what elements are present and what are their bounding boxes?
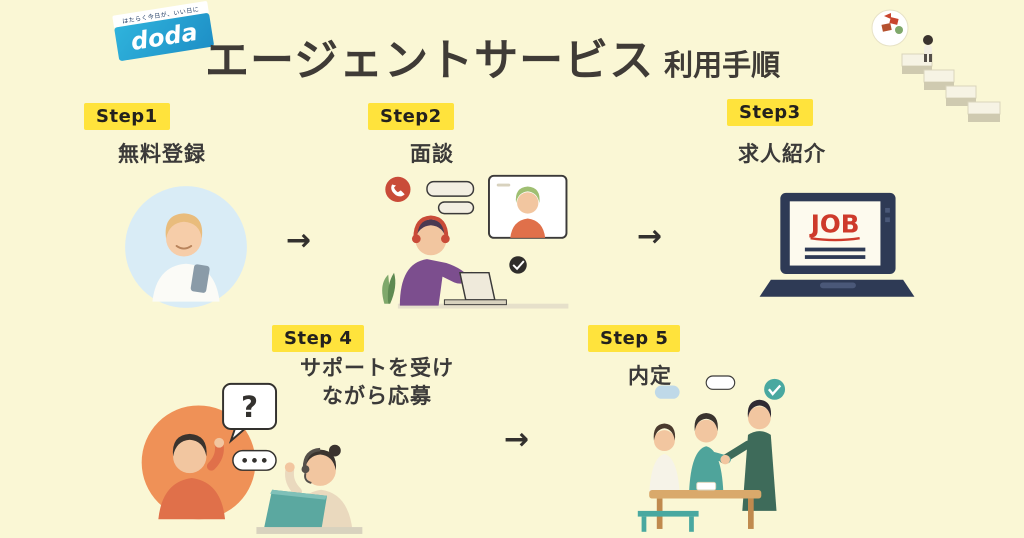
person-hair (165, 213, 203, 239)
title-sub: 利用手順 (664, 48, 781, 82)
step1-illustration-registration (123, 184, 249, 310)
step2-badge: Step2 (368, 103, 454, 130)
climbing-person (923, 35, 933, 62)
plant-icon (382, 274, 390, 304)
arrow-step4-step5-icon: → (504, 422, 530, 457)
candidate-person (689, 413, 731, 492)
stairs (901, 53, 1001, 122)
arrow-step2-step3-icon: → (637, 219, 663, 254)
question-bubble: ? (222, 382, 278, 444)
smartphone-icon (190, 264, 210, 293)
check-icon (509, 256, 527, 274)
job-screen-text: JOB (809, 210, 860, 239)
agent-laptop-icon (256, 489, 363, 534)
step4-label: サポートを受け ながら応募 (300, 356, 454, 409)
title-main: エージェントサービス (205, 35, 655, 86)
colleague-person (649, 423, 680, 494)
stairs-goal-illustration (858, 2, 1010, 130)
step1-label: 無料登録 (118, 142, 206, 166)
interviewee-person (399, 215, 477, 306)
chat-bubble (437, 201, 475, 215)
step3-illustration-job-listing: JOB (752, 182, 922, 317)
check-icon (764, 378, 786, 400)
step5-illustration-offer (615, 368, 805, 536)
step1-badge: Step1 (84, 103, 170, 130)
handshake (720, 454, 730, 465)
step4-illustration-support: ? (125, 372, 380, 537)
step4-badge: Step 4 (272, 325, 365, 352)
puzzled-person (158, 433, 226, 520)
chat-bubble (654, 385, 680, 399)
laptop-icon (443, 271, 507, 306)
phone-call-icon (385, 176, 411, 202)
laptop-job-icon: JOB (759, 192, 915, 297)
table (649, 481, 762, 529)
goal-items (881, 23, 892, 32)
goal-flag-icon (884, 13, 891, 19)
step5-badge: Step 5 (588, 325, 681, 352)
step2-illustration-interview (370, 170, 575, 325)
headphones-icon (413, 215, 449, 238)
question-mark: ? (241, 390, 258, 424)
chat-bubble (426, 180, 475, 197)
step3-badge: Step3 (727, 99, 813, 126)
video-call-frame (488, 174, 568, 239)
person-head (166, 220, 202, 257)
dots-bubble (232, 449, 277, 471)
step2-label: 面談 (410, 142, 454, 166)
chat-bubble (705, 375, 736, 390)
doda-logo: はたらく今日が、いい日に doda (112, 0, 216, 71)
arrow-step1-step2-icon: → (286, 223, 312, 258)
step5-label: 内定 (628, 364, 672, 388)
bench (637, 510, 699, 517)
page-title: エージェントサービス 利用手順 (205, 24, 780, 88)
step3-label: 求人紹介 (738, 142, 826, 166)
